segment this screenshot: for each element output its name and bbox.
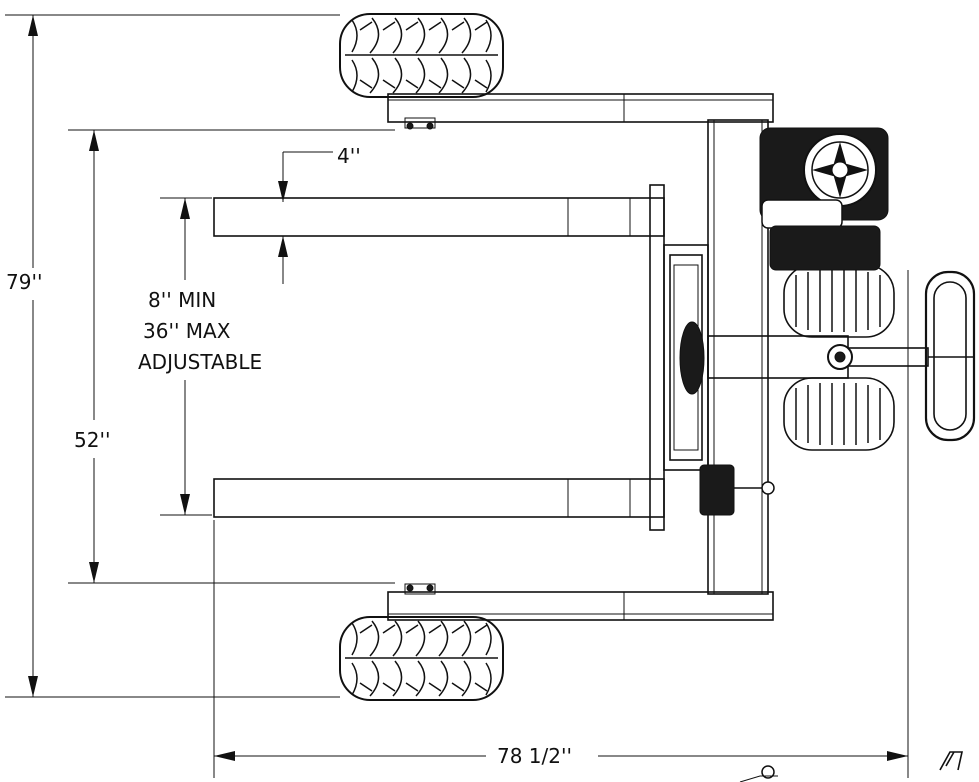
hydraulic-valve (699, 464, 775, 516)
spacing-note-label: ADJUSTABLE (138, 350, 262, 374)
dimension-78-group: 78 1/2'' (213, 270, 909, 778)
bottom-axle-rail (387, 583, 774, 621)
spacing-min-label: 8'' MIN (148, 288, 216, 312)
dimension-79-group: 79'' (5, 14, 340, 698)
top-axle-rail (387, 93, 774, 130)
dimension-52-label: 52'' (74, 428, 110, 452)
chassis-frame (707, 119, 769, 595)
dimension-79-label: 79'' (6, 270, 42, 294)
top-tire (339, 13, 504, 98)
engine (759, 127, 889, 271)
bottom-tire (339, 616, 504, 701)
dimension-4-group: 4'' (278, 144, 361, 284)
dimension-52-group: 52'' (68, 129, 395, 584)
corner-fragment (739, 751, 963, 782)
drawbar (707, 335, 929, 379)
lower-fork (213, 478, 665, 518)
dimension-spacing-group: 8'' MIN 36'' MAX ADJUSTABLE (138, 197, 262, 516)
upper-fork (213, 197, 665, 237)
dimension-78-label: 78 1/2'' (497, 744, 572, 768)
spacing-max-label: 36'' MAX (143, 319, 231, 343)
dimension-4-label: 4'' (337, 144, 361, 168)
fork-carriage (649, 184, 709, 531)
steering-handle (924, 270, 976, 442)
